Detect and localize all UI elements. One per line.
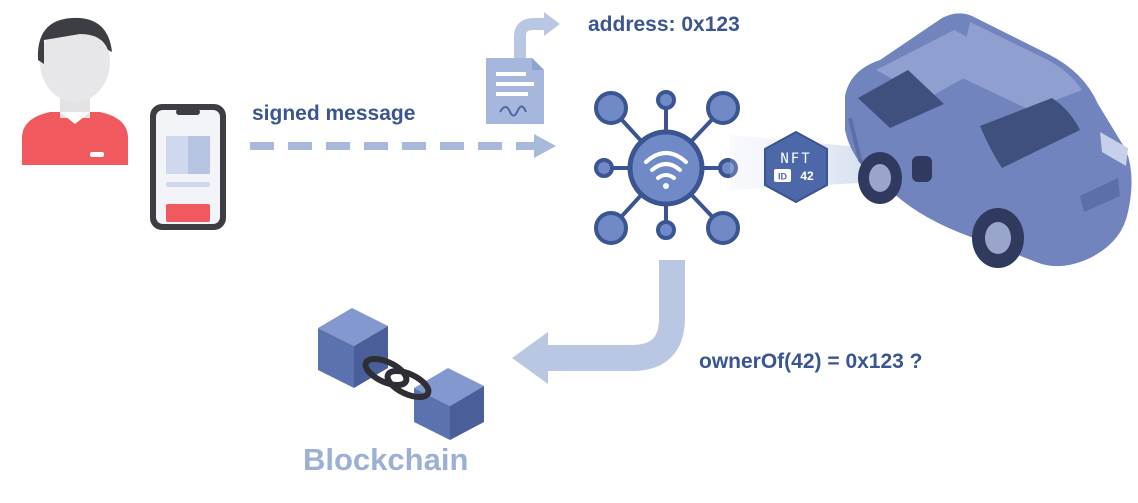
nft-badge-id-value: 42: [800, 169, 814, 183]
user-icon: [22, 17, 128, 165]
signed-message-arrow: [250, 134, 556, 158]
blockchain-icon: [318, 308, 484, 440]
nft-badge-icon: NFT ID 42: [764, 130, 828, 204]
blockchain-label: Blockchain: [303, 442, 469, 477]
address-label: address: 0x123: [588, 13, 740, 36]
document-icon: [486, 12, 560, 124]
car-icon: [845, 13, 1132, 268]
smartphone-icon: [150, 104, 226, 230]
iot-hub-icon: [594, 90, 740, 245]
nft-badge-id-tag: ID: [778, 172, 788, 182]
signed-message-label: signed message: [252, 102, 416, 125]
query-arrow: [512, 260, 685, 384]
owner-query-label: ownerOf(42) = 0x123 ?: [699, 350, 923, 373]
nft-badge-title: NFT: [780, 151, 811, 167]
